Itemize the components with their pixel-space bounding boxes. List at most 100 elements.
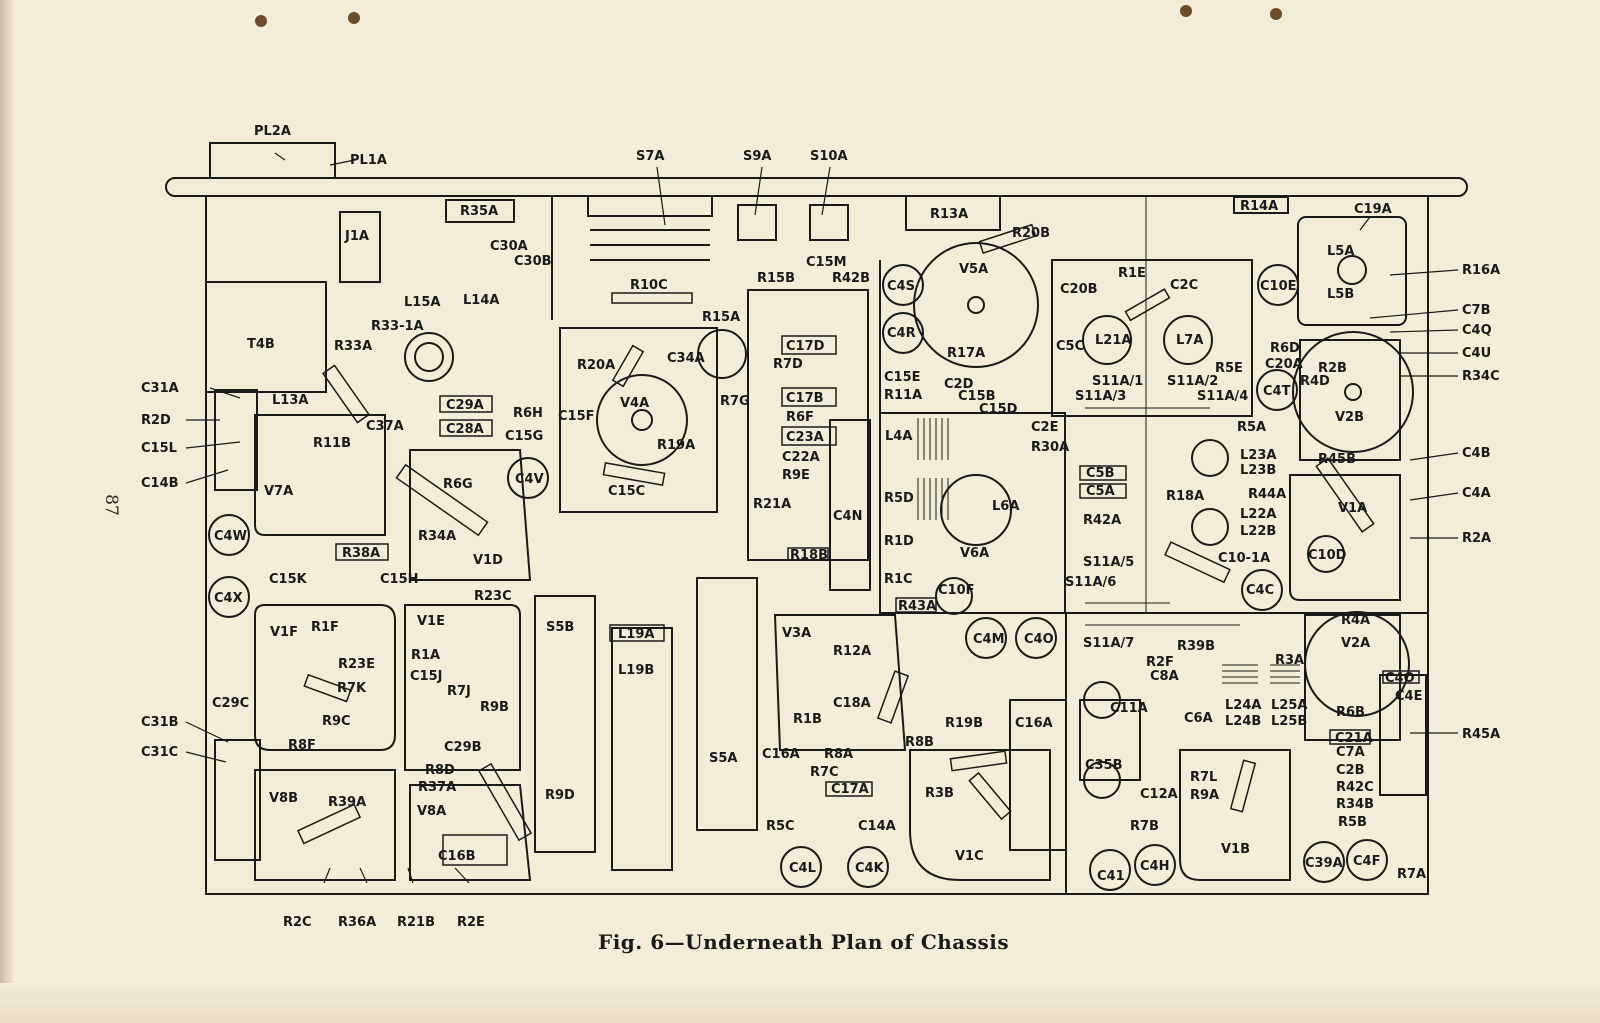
label-C4X: C4X [214,591,243,606]
label-C4K: C4K [855,861,885,876]
label-C29A: C29A [446,398,484,413]
label-R34A: R34A [418,529,456,544]
label-R21B: R21B [397,915,435,930]
label-C4L: C4L [789,861,816,876]
label-R45A: R45A [1462,727,1500,742]
label-L24A: L24A [1225,698,1261,713]
label-C4Q: C4Q [1462,323,1492,338]
label-R2C: R2C [283,915,312,930]
label-R5D: R5D [884,491,914,506]
binder-hole [1180,5,1192,17]
label-boxes [335,292,1420,866]
label-V2A: V2A [1341,636,1370,651]
label-C15B: C15B [958,389,996,404]
label-C29B: C29B [444,740,482,755]
label-C31B: C31B [141,715,179,730]
coil-hatching [917,196,1300,684]
label-L6A: L6A [992,499,1019,514]
label-C2E: C2E [1031,420,1058,435]
label-L19B: L19B [618,663,654,678]
label-L4A: L4A [885,429,912,444]
label-C16A2: C16A [1015,716,1053,731]
label-L15A: L15A [404,295,440,310]
label-R2B: R2B [1318,361,1347,376]
label-C4E: C4E [1395,689,1422,704]
label-R6F: R6F [786,410,814,425]
label-C28A: C28A [446,422,484,437]
label-C4T: C4T [1263,384,1291,399]
label-C4S: C4S [887,279,915,294]
label-C4F: C4F [1353,854,1380,869]
chassis-outline [165,142,1468,895]
label-L25B: L25B [1271,714,1307,729]
label-V1C: V1C [955,849,984,864]
label-R20B: R20B [1012,226,1050,241]
label-L5B: L5B [1327,287,1354,302]
label-J1A: J1A [344,229,369,244]
label-R7C: R7C [810,765,839,780]
label-R5C: R5C [766,819,795,834]
label-R37A: R37A [418,780,456,795]
binder-hole [348,12,360,24]
label-R4D: R4D [1300,374,1330,389]
label-C37A: C37A [366,419,404,434]
label-C4N: C4N [833,509,862,524]
label-C23A: C23A [786,430,824,445]
label-C17B: C17B [786,391,824,406]
label-R5E: R5E [1215,361,1243,376]
label-C10F: C10F [938,583,975,598]
label-S11A/5: S11A/5 [1083,555,1134,570]
label-R1E: R1E [1118,266,1146,281]
label-V1B: V1B [1221,842,1250,857]
label-C10-1A: C10-1A [1218,551,1270,566]
label-C12A: C12A [1140,787,1178,802]
label-R7A: R7A [1397,867,1426,882]
label-S9A: S9A [743,149,771,164]
label-R42C: R42C [1336,780,1374,795]
label-C20B: C20B [1060,282,1098,297]
binder-hole [1270,8,1282,20]
label-R16A: R16A [1462,263,1500,278]
label-L7A: L7A [1176,333,1203,348]
label-R15B: R15B [757,271,795,286]
label-R2D: R2D [141,413,171,428]
label-R12A: R12A [833,644,871,659]
label-C15G: C15G [505,429,543,444]
label-R44A: R44A [1248,487,1286,502]
label-R18B: R18B [790,548,828,563]
label-S11A/7: S11A/7 [1083,636,1134,651]
label-L5A: L5A [1327,244,1354,259]
label-L25A: L25A [1271,698,1307,713]
label-C8A: C8A [1150,669,1179,684]
label-R39A: R39A [328,795,366,810]
label-C39A: C39A [1305,856,1343,871]
label-C31A: C31A [141,381,179,396]
label-C30A: C30A [490,239,528,254]
label-C15E: C15E [884,370,921,385]
label-C15M: C15M [806,255,847,270]
label-V1D: V1D [473,553,503,568]
label-C4M: C4M [973,632,1005,647]
component-labels: PL2A PL1A J1A R35A S7A S9A S10A R13A R14… [141,124,1500,930]
label-S11A/4: S11A/4 [1197,389,1248,404]
label-R1F: R1F [311,620,339,635]
label-C14B: C14B [141,476,179,491]
label-C4O2: C4O [1385,671,1415,686]
label-V4A: V4A [620,396,649,411]
label-R9E: R9E [782,468,810,483]
label-C4U: C4U [1462,346,1491,361]
label-R23C: R23C [474,589,512,604]
label-R33-1A: R33-1A [371,319,424,334]
label-C20A: C20A [1265,357,1303,372]
resistor-bars [296,223,1375,845]
page-fold-shadow [0,0,14,1023]
label-C15C: C15C [608,484,645,499]
label-R10C: R10C [630,278,668,293]
label-V7A: V7A [264,484,293,499]
label-C11A: C11A [1110,701,1148,716]
label-C10E: C10E [1260,279,1297,294]
label-C29C: C29C [212,696,249,711]
label-L19A: L19A [618,627,654,642]
label-R45B: R45B [1318,452,1356,467]
label-V5A: V5A [959,262,988,277]
